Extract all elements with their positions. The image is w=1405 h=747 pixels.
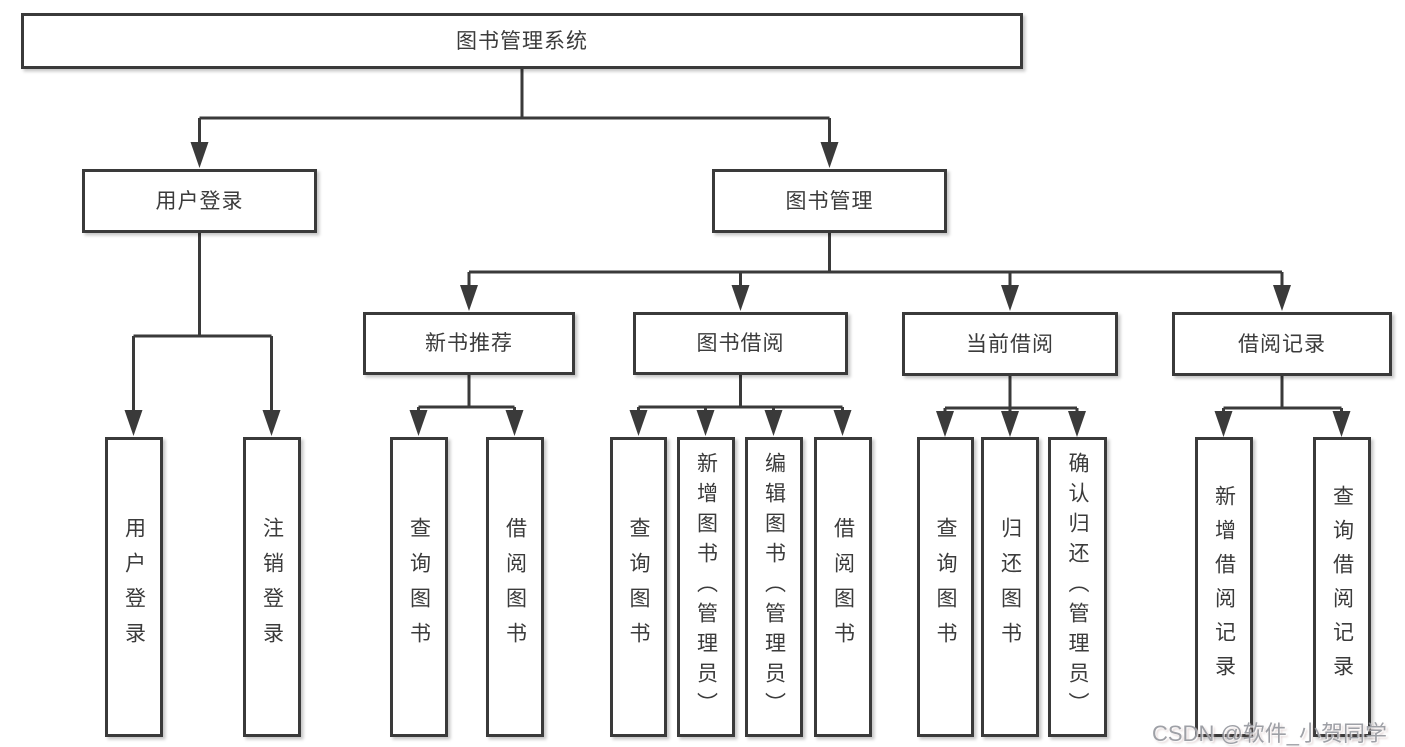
node-label: 用户登录 [155,189,244,213]
node-label: 查询图书 [934,517,957,657]
leaf-box-query-borrow-record: 查询借阅记录 [1313,437,1371,737]
node-label: 借阅图书 [831,517,855,657]
node-label: 归还图书 [998,517,1022,657]
node-label: 查询图书 [407,517,431,657]
leaf-box-return-book: 归还图书 [981,437,1039,737]
node-label: 用户登录 [122,517,146,657]
csdn-watermark: CSDN @软件_小贺同学 [1152,721,1388,746]
node-label: 查询借阅记录 [1330,485,1354,689]
leaf-box-query-book-3: 查询图书 [917,437,974,737]
leaf-box-query-book-2: 查询图书 [610,437,667,737]
node-label: 编辑图书（管理员） [762,452,786,722]
node-label: 注销登录 [260,517,284,657]
node-label: 借阅记录 [1238,332,1326,356]
node-box-borrow-records: 借阅记录 [1172,312,1392,376]
node-box-library-system: 图书管理系统 [21,13,1023,69]
leaf-box-borrow-book-2: 借阅图书 [814,437,872,737]
leaf-box-edit-book-admin: 编辑图书（管理员） [745,437,803,737]
leaf-box-user-login: 用户登录 [105,437,163,737]
node-label: 图书管理 [785,189,874,213]
node-box-new-book-recommend: 新书推荐 [363,312,575,375]
node-label: 确认归还（管理员） [1066,452,1089,722]
node-label: 图书借阅 [696,332,785,355]
node-label: 新增图书（管理员） [694,452,718,722]
leaf-box-confirm-return-admin: 确认归还（管理员） [1048,437,1107,737]
leaf-box-logout: 注销登录 [243,437,301,737]
node-label: 当前借阅 [966,332,1054,356]
node-label: 新增借阅记录 [1212,485,1236,689]
node-box-user-login: 用户登录 [82,169,317,233]
leaf-box-add-borrow-record: 新增借阅记录 [1195,437,1253,737]
leaf-box-borrow-book-1: 借阅图书 [486,437,544,737]
node-label: 查询图书 [627,517,650,657]
node-label: 新书推荐 [425,332,513,355]
node-label: 图书管理系统 [456,29,588,53]
leaf-box-query-book-1: 查询图书 [390,437,448,737]
node-label: 借阅图书 [503,517,527,657]
node-box-book-borrowing: 图书借阅 [633,312,848,375]
leaf-box-add-book-admin: 新增图书（管理员） [677,437,735,737]
node-box-book-management: 图书管理 [712,169,947,233]
node-box-current-borrowing: 当前借阅 [902,312,1118,376]
